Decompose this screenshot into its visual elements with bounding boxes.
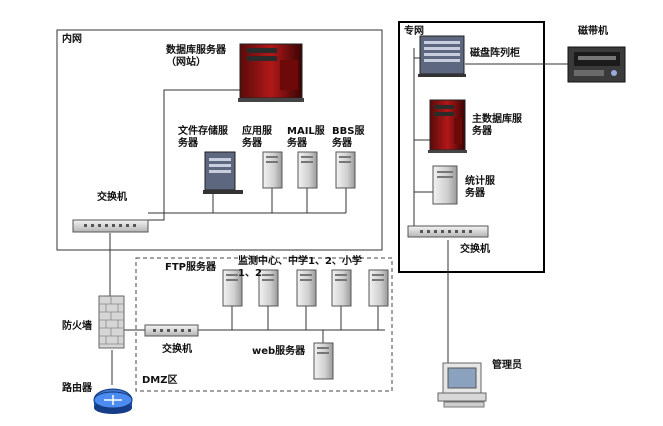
- dmz-zone-label: DMZ区: [142, 375, 178, 386]
- mail-server-label: MAIL服务器: [287, 126, 325, 149]
- file-storage-server-icon: [203, 151, 243, 194]
- app-server-icon: [262, 151, 283, 189]
- router-label: 路由器: [62, 383, 92, 394]
- intranet-zone-label: 内网: [62, 34, 82, 45]
- switch-dmz-icon: [144, 324, 199, 337]
- switch-dmz-label: 交换机: [162, 344, 192, 355]
- admin-label: 管理员: [492, 360, 522, 371]
- monitor-schools-label: 监测中心、中学1、2、小学1、2: [238, 256, 362, 279]
- web-server-icon: [313, 342, 334, 380]
- router-icon: [93, 388, 133, 414]
- app-server-label: 应用服务器: [242, 126, 272, 149]
- web-server-label: web服务器: [252, 346, 306, 357]
- main-db-server-label: 主数据库服务器: [472, 114, 522, 137]
- intranet-zone-border: [56, 29, 383, 251]
- file-storage-server-label: 文件存储服务器: [178, 126, 228, 149]
- tape-drive-icon: [567, 46, 626, 83]
- monitor-center-server-icon: [258, 269, 279, 307]
- main-db-server-icon: [428, 99, 467, 153]
- dmz-zone-border: [135, 257, 393, 392]
- switch-intranet-label: 交换机: [97, 192, 127, 203]
- connection-lines: [109, 48, 568, 385]
- ftp-server-label: FTP服务器: [165, 262, 216, 273]
- bbs-server-label: BBS服务器: [332, 126, 365, 149]
- private-zone-label: 专网: [404, 26, 424, 37]
- mail-server-icon: [297, 151, 318, 189]
- stats-server-icon: [432, 165, 458, 205]
- switch-private-label: 交换机: [460, 244, 490, 255]
- disk-array-label: 磁盘阵列柜: [470, 48, 520, 59]
- admin-computer-icon: [437, 362, 487, 408]
- firewall-icon: [98, 295, 125, 349]
- middle-school-2-server-icon: [331, 269, 352, 307]
- ftp-server-icon: [222, 269, 243, 307]
- db-server-web-icon: [238, 43, 304, 102]
- disk-array-icon: [418, 35, 466, 77]
- switch-intranet-icon: [72, 219, 149, 233]
- firewall-label: 防火墙: [62, 321, 92, 332]
- tape-drive-label: 磁带机: [578, 26, 608, 37]
- private-zone-border: [398, 21, 545, 273]
- db-server-web-label: 数据库服务器（网站）: [166, 45, 226, 68]
- primary-school-server-icon: [368, 269, 389, 307]
- middle-school-1-server-icon: [296, 269, 317, 307]
- stats-server-label: 统计服务器: [465, 176, 495, 199]
- bbs-server-icon: [335, 151, 356, 189]
- switch-private-icon: [407, 225, 489, 238]
